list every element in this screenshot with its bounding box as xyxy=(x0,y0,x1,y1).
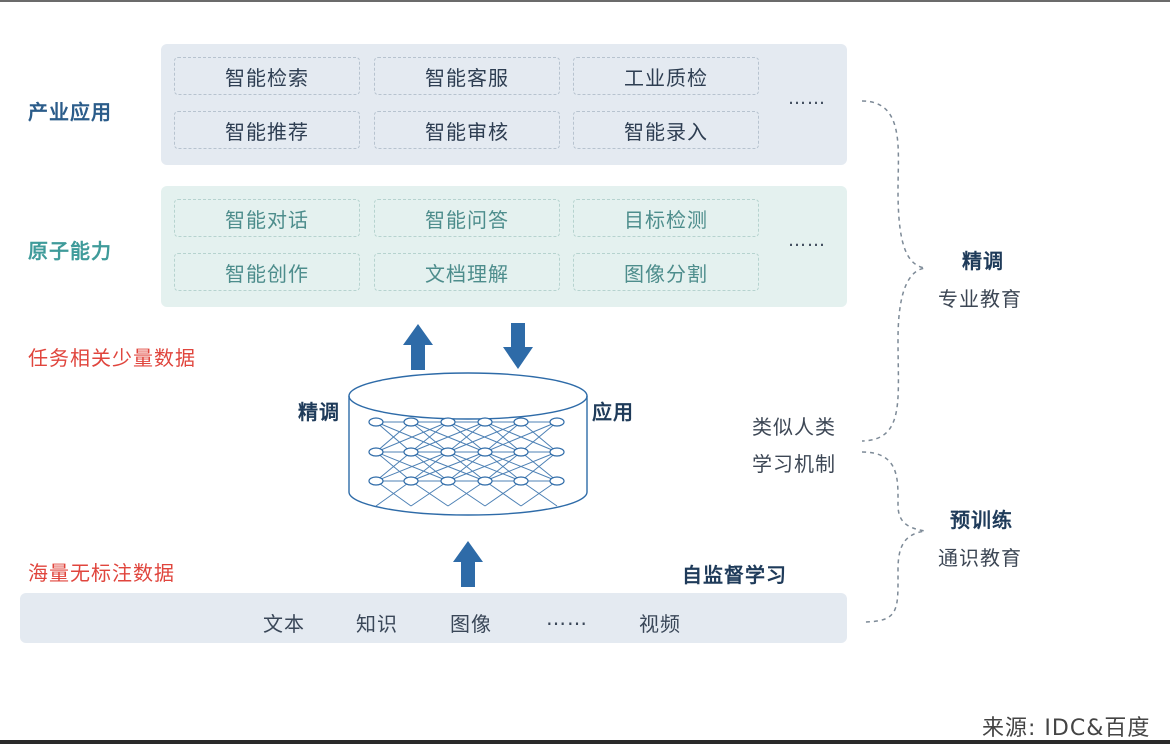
apply-label: 应用 xyxy=(592,400,634,424)
mechanism-line2: 学习机制 xyxy=(752,452,836,476)
massive-data-label: 海量无标注数据 xyxy=(28,561,175,585)
brace-pretrain xyxy=(861,451,926,623)
atomic-item: 图像分割 xyxy=(573,253,759,291)
bottom-border xyxy=(0,740,1170,744)
down-arrow-icon xyxy=(503,323,533,369)
industry-label: 产业应用 xyxy=(28,100,112,124)
task-data-label: 任务相关少量数据 xyxy=(28,346,196,370)
industry-panel: 智能检索 智能客服 工业质检 智能推荐 智能审核 智能录入 …… xyxy=(161,44,847,165)
industry-item: 智能推荐 xyxy=(174,111,360,149)
data-source-item: …… xyxy=(546,606,588,630)
neural-nodes xyxy=(368,417,565,486)
data-source-item: 图像 xyxy=(450,612,492,636)
industry-item: 智能客服 xyxy=(374,57,560,95)
atomic-item: 目标检测 xyxy=(573,199,759,237)
up-arrow-icon xyxy=(403,324,433,370)
top-border xyxy=(0,0,1170,2)
data-source-item: 视频 xyxy=(639,612,681,636)
up-arrow-icon xyxy=(453,541,483,587)
brace-finetune xyxy=(861,100,926,442)
right-finetune-sub: 专业教育 xyxy=(938,287,1022,311)
source-note: 来源: IDC&百度 xyxy=(982,716,1151,741)
model-cylinder-icon xyxy=(348,372,588,516)
atomic-item: 智能创作 xyxy=(174,253,360,291)
data-source-item: 知识 xyxy=(356,612,398,636)
neural-network-icon xyxy=(375,421,558,507)
atomic-label: 原子能力 xyxy=(28,239,112,263)
atomic-more: …… xyxy=(788,230,826,251)
atomic-item: 智能问答 xyxy=(374,199,560,237)
industry-item: 智能审核 xyxy=(374,111,560,149)
data-source-item: 文本 xyxy=(263,612,305,636)
finetune-label: 精调 xyxy=(298,400,340,424)
industry-more: …… xyxy=(788,88,826,109)
mechanism-line1: 类似人类 xyxy=(752,415,836,439)
industry-item: 智能检索 xyxy=(174,57,360,95)
self-supervised-label: 自监督学习 xyxy=(682,563,787,587)
atomic-item: 智能对话 xyxy=(174,199,360,237)
right-finetune-title: 精调 xyxy=(962,249,1004,273)
data-source-panel xyxy=(20,593,847,643)
atomic-item: 文档理解 xyxy=(374,253,560,291)
atomic-panel: 智能对话 智能问答 目标检测 智能创作 文档理解 图像分割 …… xyxy=(161,186,847,307)
industry-item: 工业质检 xyxy=(573,57,759,95)
right-pretrain-title: 预训练 xyxy=(950,508,1013,532)
right-pretrain-sub: 通识教育 xyxy=(938,546,1022,570)
industry-item: 智能录入 xyxy=(573,111,759,149)
